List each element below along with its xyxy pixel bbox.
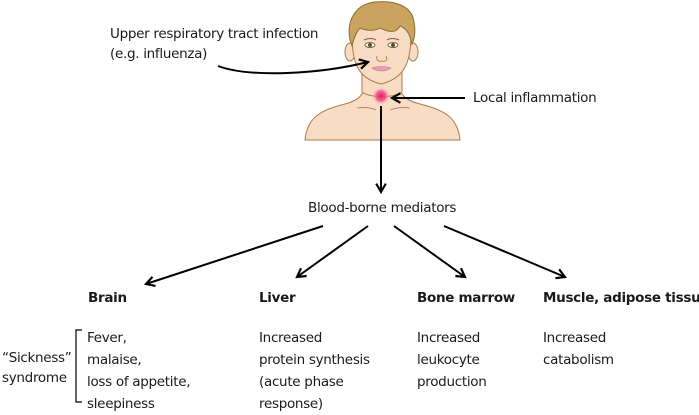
effect-line: Increased bbox=[543, 330, 607, 346]
effect-line: malaise, bbox=[87, 352, 142, 368]
lips bbox=[371, 66, 392, 72]
arrow-to-liver bbox=[295, 225, 369, 279]
effect-line: Fever, bbox=[87, 330, 127, 346]
effect-line: leukocyte bbox=[417, 352, 480, 368]
effect-line: sleepiness bbox=[87, 396, 155, 412]
target-heading-bone-marrow: Bone marrow bbox=[417, 290, 515, 306]
infection-label-line2: (e.g. influenza) bbox=[110, 46, 208, 62]
syndrome-label-line2: syndrome bbox=[2, 370, 67, 386]
arrow-to-brain bbox=[143, 225, 324, 288]
inflammation-spot bbox=[372, 87, 390, 105]
effect-line: catabolism bbox=[543, 352, 614, 368]
effect-line: production bbox=[417, 374, 487, 390]
infection-label-line1: Upper respiratory tract infection bbox=[110, 26, 319, 42]
infection-arrow bbox=[217, 58, 371, 75]
syndrome-label-line1: “Sickness” bbox=[2, 350, 72, 366]
effects-muscle-adipose: Increased catabolism bbox=[543, 327, 614, 371]
effect-line: (acute phase bbox=[259, 374, 344, 390]
effects-brain: Fever, malaise, loss of appetite, sleepi… bbox=[87, 327, 191, 415]
effect-line: loss of appetite, bbox=[87, 374, 191, 390]
effect-line: Increased bbox=[417, 330, 481, 346]
mediators-label: Blood-borne mediators bbox=[308, 200, 457, 216]
target-heading-liver: Liver bbox=[259, 290, 296, 306]
effect-line: response) bbox=[259, 396, 323, 412]
arrow-to-bone-marrow bbox=[393, 225, 467, 279]
effect-line: protein synthesis bbox=[259, 352, 370, 368]
inflammation-label: Local inflammation bbox=[473, 90, 597, 106]
effects-liver: Increased protein synthesis (acute phase… bbox=[259, 327, 370, 415]
target-heading-brain: Brain bbox=[88, 290, 127, 306]
hair bbox=[348, 1, 416, 48]
effect-line: Increased bbox=[259, 330, 323, 346]
diagram-canvas bbox=[75, 1, 568, 403]
arrow-to-muscle bbox=[443, 225, 568, 280]
target-heading-muscle-adipose: Muscle, adipose tissue bbox=[543, 290, 699, 306]
effects-bone-marrow: Increased leukocyte production bbox=[417, 327, 487, 393]
syndrome-bracket bbox=[75, 329, 82, 403]
person-illustration bbox=[304, 1, 461, 141]
